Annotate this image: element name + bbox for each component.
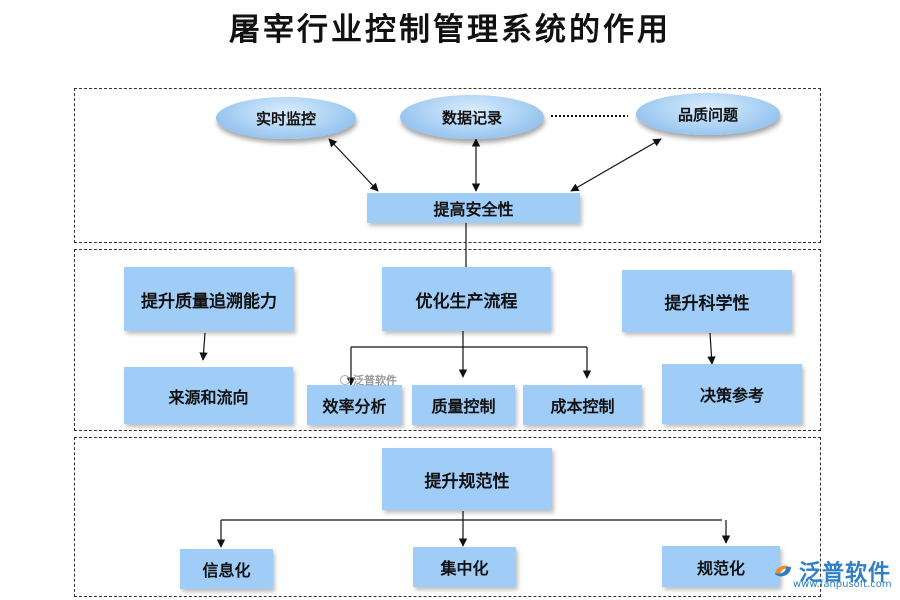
arrow-trace-source bbox=[199, 332, 208, 361]
node-informatization: 信息化 bbox=[180, 549, 273, 589]
logo-swirl-icon bbox=[775, 565, 791, 577]
arrow-monitor-safety bbox=[328, 138, 379, 192]
logo-text: 泛普软件 bbox=[799, 561, 892, 586]
arrow-science-decision bbox=[707, 332, 716, 365]
node-optimize-process: 优化生产流程 bbox=[382, 267, 551, 331]
node-scientific: 提升科学性 bbox=[622, 270, 792, 332]
brand-logo: 泛普软件 www.fanpusoft.com bbox=[771, 547, 896, 595]
diagram-title: 屠宰行业控制管理系统的作用 bbox=[229, 12, 671, 48]
watermark: 泛普软件 bbox=[340, 372, 397, 388]
node-decision-ref: 决策参考 bbox=[662, 364, 802, 424]
node-quality-issue: 品质问题 bbox=[636, 93, 780, 135]
node-traceability: 提升质量追溯能力 bbox=[124, 267, 294, 331]
watermark-icon bbox=[340, 375, 350, 385]
section-top bbox=[74, 88, 821, 243]
node-source-flow: 来源和流向 bbox=[124, 367, 293, 424]
node-centralization: 集中化 bbox=[413, 547, 516, 587]
node-cost-control: 成本控制 bbox=[523, 385, 642, 425]
section-bottom bbox=[74, 437, 821, 597]
node-data-record: 数据记录 bbox=[400, 95, 544, 139]
logo-url: www.fanpusoft.com bbox=[793, 579, 892, 590]
node-normalization: 规范化 bbox=[662, 546, 780, 587]
arrow-quality-safety bbox=[570, 138, 662, 192]
watermark-text: 泛普软件 bbox=[353, 374, 397, 387]
node-standardization: 提升规范性 bbox=[382, 448, 552, 510]
node-improve-safety: 提高安全性 bbox=[367, 193, 580, 223]
node-efficiency: 效率分析 bbox=[307, 385, 402, 425]
node-quality-control: 质量控制 bbox=[412, 385, 515, 425]
section-middle bbox=[74, 249, 821, 431]
node-realtime-monitor: 实时监控 bbox=[216, 97, 356, 139]
